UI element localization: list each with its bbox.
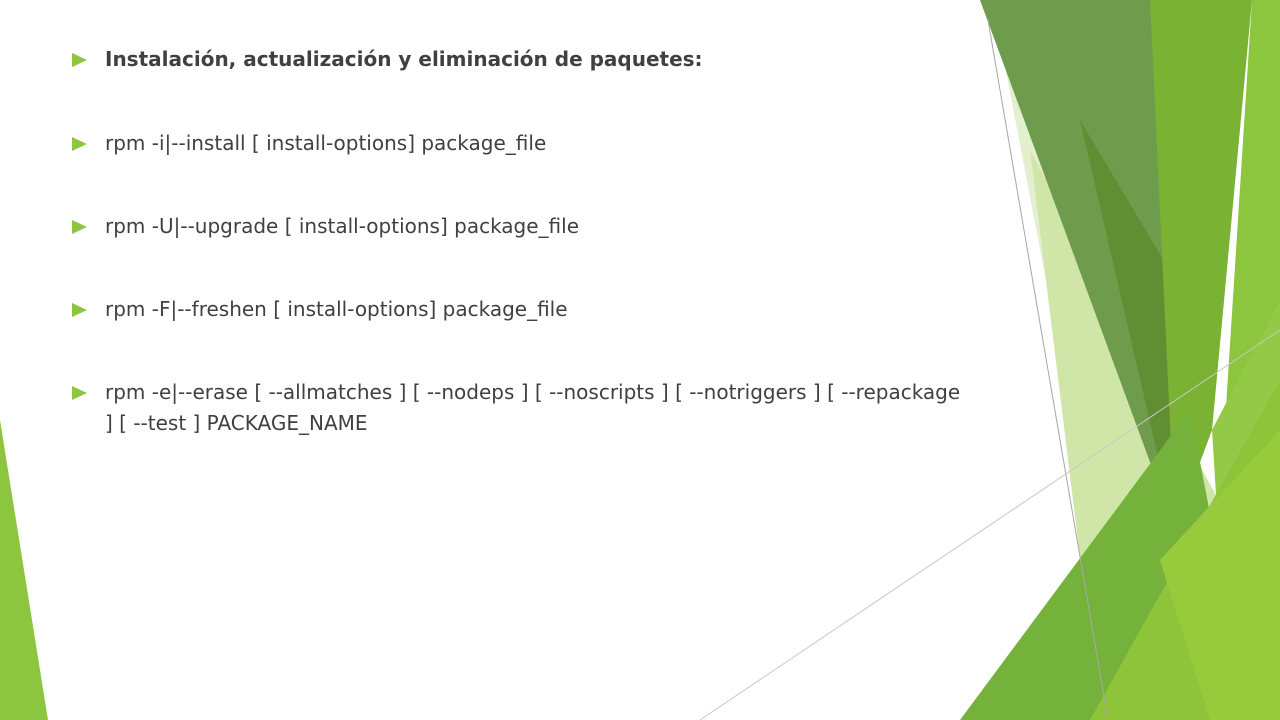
lower-facet-3 [1160,430,1280,720]
bullet-heading: Instalación, actualización y eliminación… [72,44,972,75]
bullet-heading-text: Instalación, actualización y eliminación… [105,47,703,71]
triangle-right-icon [72,386,87,400]
thin-line-1 [987,19,1109,720]
left-edge-facet [0,420,48,720]
bullet-install: rpm -i|--install [ install-options] pack… [72,128,972,159]
bullet-upgrade: rpm -U|--upgrade [ install-options] pack… [72,211,972,242]
bright-facet-1 [1150,0,1252,530]
bullet-freshen: rpm -F|--freshen [ install-options] pack… [72,294,972,325]
triangle-right-icon [72,53,87,67]
bullet-install-text: rpm -i|--install [ install-options] pack… [105,131,547,155]
bullet-list: Instalación, actualización y eliminación… [72,44,972,439]
bullet-erase: rpm -e|--erase [ --allmatches ] [ --node… [72,377,972,439]
triangle-right-icon [72,137,87,151]
thin-line-2 [699,329,1280,720]
bullet-freshen-text: rpm -F|--freshen [ install-options] pack… [105,297,568,321]
bullet-upgrade-text: rpm -U|--upgrade [ install-options] pack… [105,214,580,238]
triangle-right-icon [72,220,87,234]
bullet-erase-text: rpm -e|--erase [ --allmatches ] [ --node… [105,380,961,435]
triangle-right-icon [72,303,87,317]
